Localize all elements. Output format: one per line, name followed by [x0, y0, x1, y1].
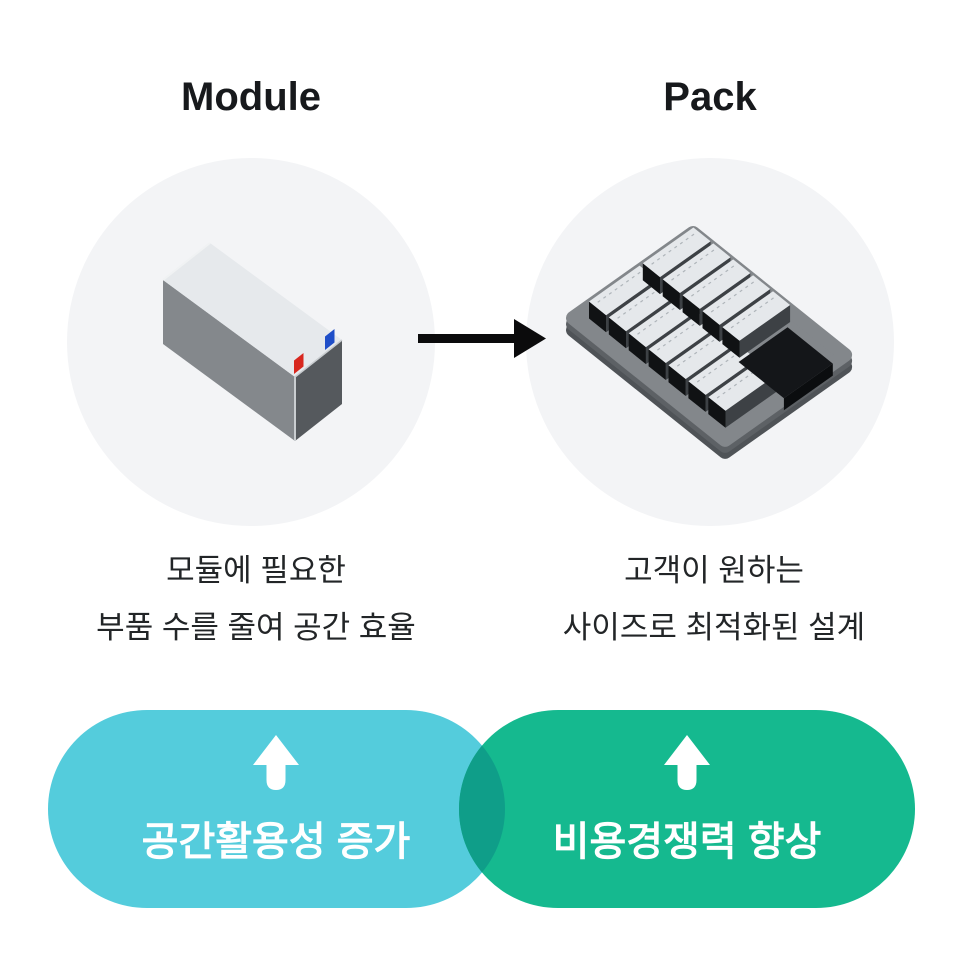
pack-circle	[526, 158, 894, 526]
pack-cell-top	[648, 313, 717, 363]
pack-cell-endcap	[682, 295, 700, 326]
pack-cell-top	[608, 281, 677, 332]
pack-caption-line2: 사이즈로 최적화된 설계	[562, 610, 866, 645]
pack-caption-line1: 고객이 원하는	[624, 553, 804, 588]
pack-cell-endcap	[608, 317, 626, 349]
module-top-face	[163, 243, 342, 377]
pack-cell-endcap	[702, 311, 720, 342]
pack-isometric-illustration	[566, 226, 853, 459]
benefit-badges: 공간활용성 증가 비용경쟁력 향상	[48, 710, 915, 908]
space-utilization-badge-shape	[48, 710, 505, 908]
pack-cell-seam	[696, 350, 742, 383]
arrow-up-icon	[664, 735, 710, 790]
pack-cell-endcap	[668, 365, 686, 396]
arrow-up-icon	[253, 735, 299, 790]
pack-cell-top	[688, 345, 757, 395]
cost-competitiveness-badge-label: 비용경쟁력 향상	[553, 820, 822, 864]
pack-cell-seam	[651, 232, 696, 265]
module-terminal-red	[294, 353, 304, 374]
pack-cell-seam	[637, 302, 682, 335]
module-circle	[67, 158, 435, 526]
module-title: Module	[181, 75, 321, 119]
pack-cell-endcap	[589, 301, 607, 333]
module-caption-line1: 모듈에 필요한	[166, 553, 346, 588]
pack-cell-side	[725, 375, 777, 428]
module-top-edge-highlight	[162, 242, 211, 281]
pack-cell-top	[662, 243, 731, 293]
pack-cell-endcap	[662, 279, 680, 310]
pack-cell-top	[628, 297, 697, 348]
space-utilization-badge-label: 공간활용성 증가	[142, 820, 411, 864]
pack-cell-seam	[676, 334, 722, 367]
pack-cell-endcap	[628, 333, 646, 365]
pack-cell-seam	[657, 318, 702, 351]
pack-cell-seam	[691, 264, 736, 297]
pack-cell-top	[702, 275, 771, 325]
arrow-head	[514, 319, 546, 358]
pack-cell-top	[668, 329, 737, 379]
pack-caption: 고객이 원하는 사이즈로 최적화된 설계	[484, 542, 944, 656]
pack-cell-seam	[597, 270, 643, 303]
pack-cell-top	[589, 265, 657, 316]
module-front-top-edge-highlight	[294, 339, 343, 378]
pack-cell-top	[642, 227, 711, 278]
cost-competitiveness-badge-shape	[459, 710, 915, 908]
pack-cell-endcap	[642, 263, 660, 295]
module-terminal-blue	[325, 329, 335, 350]
module-to-pack-arrow-icon	[418, 319, 546, 358]
pack-cell-top	[682, 259, 751, 309]
pack-cell-side	[739, 305, 791, 358]
pack-title: Pack	[663, 75, 757, 119]
pack-cell-seam	[671, 248, 716, 281]
pack-cell-endcap	[688, 381, 706, 412]
pack-cell-endcap	[722, 327, 740, 358]
arrow-shaft	[418, 334, 518, 343]
module-caption: 모듈에 필요한 부품 수를 줄여 공간 효율	[26, 542, 486, 656]
module-right-face	[295, 340, 342, 441]
pack-bay-side	[783, 363, 833, 411]
pack-cell-seam	[730, 296, 776, 329]
pack-cell-top	[722, 291, 791, 341]
pack-cell-endcap	[648, 349, 666, 380]
module-caption-line2: 부품 수를 줄여 공간 효율	[96, 610, 416, 645]
pack-bay-top	[738, 327, 833, 399]
pack-cell-endcap	[708, 397, 726, 428]
module-isometric-illustration	[162, 242, 343, 441]
pack-cell-seam	[617, 286, 663, 319]
module-left-face	[163, 280, 295, 441]
pack-cell-seam	[710, 280, 756, 313]
